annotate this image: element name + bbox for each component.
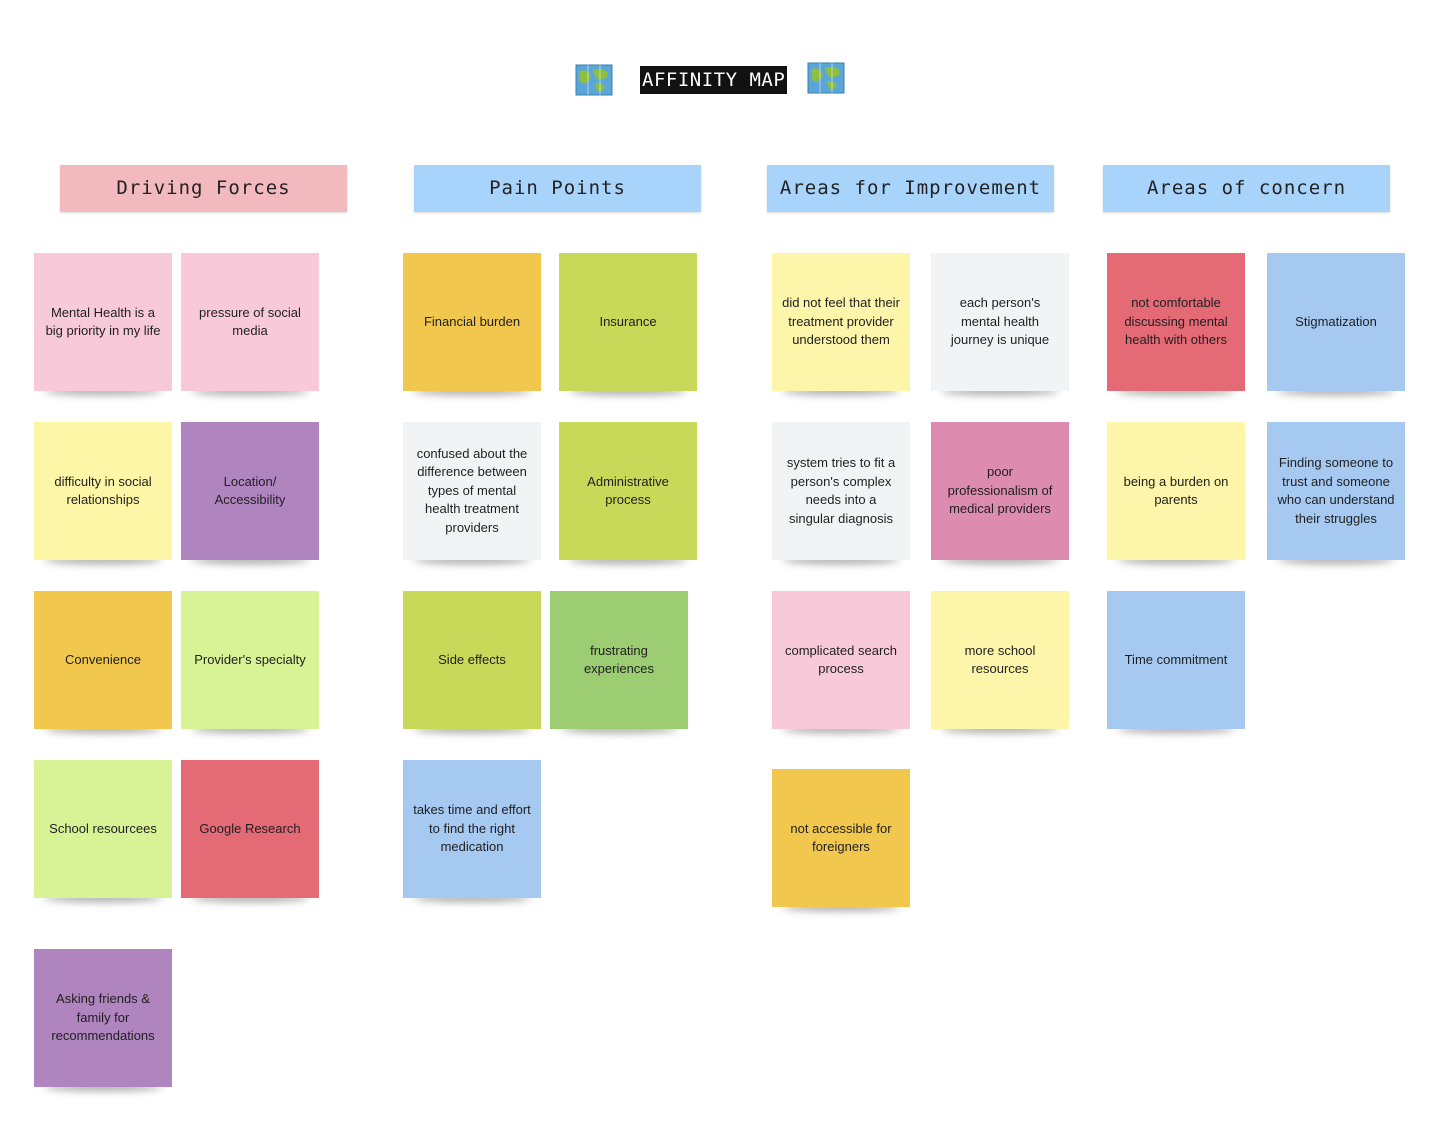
note-text: Financial burden bbox=[423, 313, 521, 329]
world-map-icon bbox=[807, 62, 845, 94]
note-text: did not feel that their treatment provid… bbox=[782, 295, 900, 348]
sticky-note[interactable]: Administrative process bbox=[559, 422, 697, 560]
sticky-note[interactable]: School resourcees bbox=[34, 760, 172, 898]
sticky-note[interactable]: complicated search process bbox=[772, 591, 910, 729]
sticky-note[interactable]: confused about the difference between ty… bbox=[403, 422, 541, 560]
note-text: Side effects bbox=[438, 651, 506, 667]
note-text: Asking friends & family for recommendati… bbox=[51, 991, 155, 1044]
note-text: pressure of social media bbox=[199, 304, 301, 339]
note-text: system tries to fit a person's complex n… bbox=[786, 455, 896, 526]
note-text: School resourcees bbox=[49, 820, 157, 836]
note-text: difficulty in social relationships bbox=[54, 473, 152, 508]
note-text: poor professionalism of medical provider… bbox=[947, 464, 1053, 517]
note-text: complicated search process bbox=[785, 642, 897, 677]
column-header-areas-for-improvement[interactable]: Areas for Improvement bbox=[767, 165, 1054, 212]
note-text: more school resources bbox=[964, 642, 1036, 677]
note-text: Administrative process bbox=[587, 473, 669, 508]
sticky-note[interactable]: Side effects bbox=[403, 591, 541, 729]
note-text: Finding someone to trust and someone who… bbox=[1277, 455, 1395, 526]
note-text: Convenience bbox=[65, 651, 141, 667]
note-text: Insurance bbox=[599, 313, 657, 329]
sticky-note[interactable]: Location/ Accessibility bbox=[181, 422, 319, 560]
sticky-note[interactable]: pressure of social media bbox=[181, 253, 319, 391]
board-title: AFFINITY MAP bbox=[0, 60, 1442, 100]
column-header-driving-forces[interactable]: Driving Forces bbox=[60, 165, 347, 212]
sticky-note[interactable]: poor professionalism of medical provider… bbox=[931, 422, 1069, 560]
sticky-note[interactable]: takes time and effort to find the right … bbox=[403, 760, 541, 898]
note-text: Provider's specialty bbox=[194, 651, 306, 667]
sticky-note[interactable]: frustrating experiences bbox=[550, 591, 688, 729]
column-header-areas-of-concern[interactable]: Areas of concern bbox=[1103, 165, 1390, 212]
note-text: Mental Health is a big priority in my li… bbox=[45, 304, 161, 339]
sticky-note[interactable]: Finding someone to trust and someone who… bbox=[1267, 422, 1405, 560]
note-text: being a burden on parents bbox=[1123, 473, 1229, 508]
sticky-note[interactable]: being a burden on parents bbox=[1107, 422, 1245, 560]
sticky-note[interactable]: not comfortable discussing mental health… bbox=[1107, 253, 1245, 391]
sticky-note[interactable]: Time commitment bbox=[1107, 591, 1245, 729]
sticky-note[interactable]: Financial burden bbox=[403, 253, 541, 391]
note-text: Time commitment bbox=[1124, 651, 1228, 667]
note-text: takes time and effort to find the right … bbox=[413, 802, 531, 855]
sticky-note[interactable]: more school resources bbox=[931, 591, 1069, 729]
sticky-note[interactable]: not accessible for foreigners bbox=[772, 769, 910, 907]
note-text: Location/ Accessibility bbox=[214, 473, 286, 508]
sticky-note[interactable]: difficulty in social relationships bbox=[34, 422, 172, 560]
page-title: AFFINITY MAP bbox=[640, 66, 788, 94]
sticky-note[interactable]: did not feel that their treatment provid… bbox=[772, 253, 910, 391]
column-header-pain-points[interactable]: Pain Points bbox=[414, 165, 701, 212]
sticky-note[interactable]: Mental Health is a big priority in my li… bbox=[34, 253, 172, 391]
sticky-note[interactable]: Provider's specialty bbox=[181, 591, 319, 729]
note-text: not accessible for foreigners bbox=[790, 820, 892, 855]
note-text: Stigmatization bbox=[1295, 313, 1377, 329]
note-text: confused about the difference between ty… bbox=[416, 445, 528, 535]
note-text: not comfortable discussing mental health… bbox=[1124, 295, 1228, 348]
sticky-note[interactable]: Asking friends & family for recommendati… bbox=[34, 949, 172, 1087]
sticky-note[interactable]: Convenience bbox=[34, 591, 172, 729]
note-text: each person's mental health journey is u… bbox=[950, 295, 1050, 348]
sticky-note[interactable]: Stigmatization bbox=[1267, 253, 1405, 391]
sticky-note[interactable]: each person's mental health journey is u… bbox=[931, 253, 1069, 391]
sticky-note[interactable]: system tries to fit a person's complex n… bbox=[772, 422, 910, 560]
note-text: frustrating experiences bbox=[583, 642, 655, 677]
world-map-icon bbox=[575, 64, 613, 96]
note-text: Google Research bbox=[199, 820, 301, 836]
sticky-note[interactable]: Google Research bbox=[181, 760, 319, 898]
sticky-note[interactable]: Insurance bbox=[559, 253, 697, 391]
